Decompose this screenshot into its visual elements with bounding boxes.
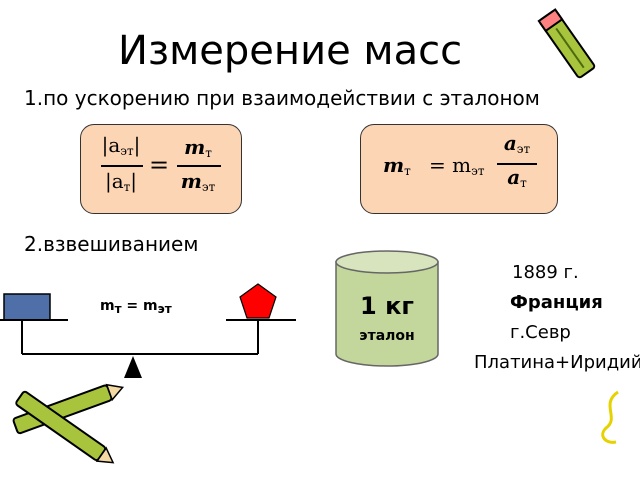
accel-ratio-numerator: |aэт| (101, 133, 141, 158)
standard-caption: эталон (359, 328, 415, 344)
standard-cylinder (335, 250, 439, 367)
fulcrum-icon (124, 356, 142, 378)
equals-sign: = (149, 151, 170, 179)
info-country: Франция (510, 292, 603, 313)
weighed-block (3, 293, 51, 321)
accel-standard: aэт (503, 131, 531, 156)
fraction-bar (101, 165, 143, 167)
standard-mass: 1 кг (360, 292, 414, 320)
mass-ratio-numerator: mт (184, 135, 212, 160)
standard-weight-pentagon (239, 283, 277, 319)
pencils-icon (12, 383, 125, 464)
equals-mass-standard: = mэт (429, 153, 485, 178)
fraction-bar (497, 163, 537, 165)
accel-body: aт (507, 165, 527, 190)
formula-box-mass: mт = mэт aэт aт (360, 124, 558, 214)
info-city: г.Севр (510, 322, 571, 343)
fraction-bar (177, 165, 221, 167)
mass-body: mт (383, 153, 411, 178)
info-year: 1889 г. (512, 262, 579, 283)
squiggle-icon (601, 390, 619, 444)
balance-equation: mт = mэт (100, 298, 172, 316)
page-title: Измерение масс (117, 28, 463, 74)
pencil-icon (537, 8, 596, 79)
balance-scale (0, 283, 296, 378)
method2-label: 2.взвешиванием (24, 232, 199, 256)
info-material: Платина+Иридий (474, 352, 640, 373)
method1-label: 1.по ускорению при взаимодействии с этал… (24, 86, 540, 110)
formula-box-ratio: |aэт| |aт| = mт mэт (80, 124, 242, 214)
accel-ratio-denominator: |aт| (104, 169, 138, 194)
mass-ratio-denominator: mэт (180, 169, 216, 194)
